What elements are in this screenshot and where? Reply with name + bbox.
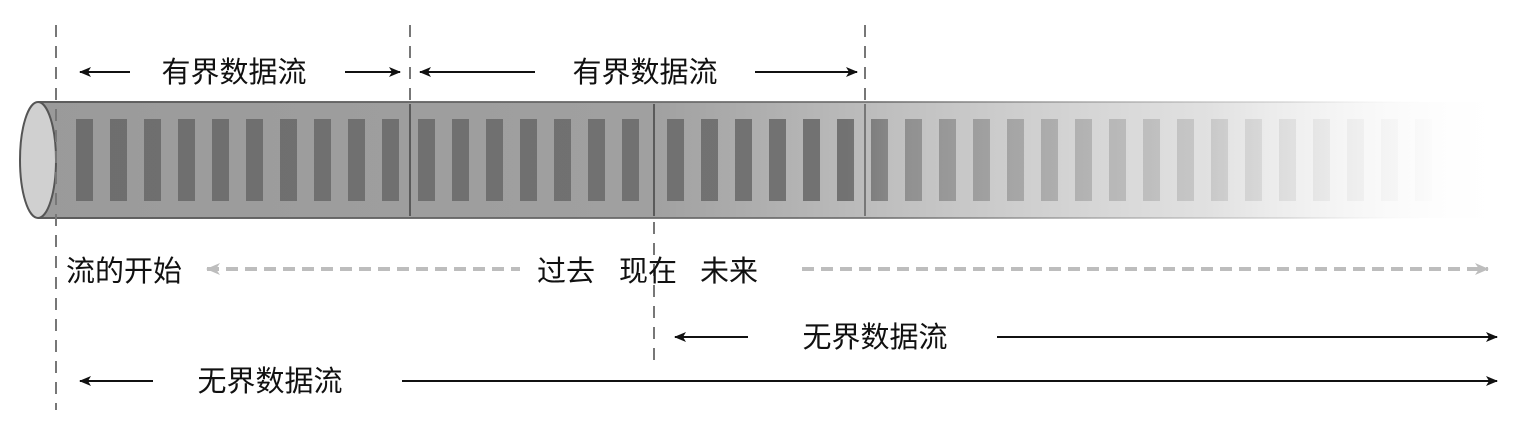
stream-segment: [348, 119, 365, 201]
stream-segment: [1415, 119, 1432, 201]
stream-segment: [1245, 119, 1262, 201]
stream-segment: [837, 119, 854, 201]
stream-segment: [144, 119, 161, 201]
tube-segments: [76, 119, 1432, 201]
stream-segment: [76, 119, 93, 201]
guide-lines: [55, 25, 866, 410]
stream-segment: [973, 119, 990, 201]
bounded-stream-2-label: 有界数据流: [572, 55, 717, 89]
stream-tube: [19, 101, 1513, 219]
unbounded-from-start: 无界数据流: [79, 364, 1498, 398]
stream-segment: [735, 119, 752, 201]
future-label: 未来: [700, 254, 758, 288]
stream-segment: [803, 119, 820, 201]
unbounded-from-now-label: 无界数据流: [802, 320, 947, 354]
timeline: 流的开始 过去 现在 未来: [66, 254, 1489, 288]
stream-segment: [520, 119, 537, 201]
stream-segment: [1143, 119, 1160, 201]
bounded-stream-2: 有界数据流: [419, 55, 858, 89]
stream-segment: [486, 119, 503, 201]
stream-segment: [1381, 119, 1398, 201]
stream-start-label: 流的开始: [66, 254, 182, 288]
stream-segment: [1313, 119, 1330, 201]
stream-segment: [1075, 119, 1092, 201]
present-label: 现在: [619, 254, 677, 288]
unbounded-from-start-label: 无界数据流: [197, 364, 342, 398]
stream-segment: [1279, 119, 1296, 201]
stream-segment: [314, 119, 331, 201]
stream-segment: [246, 119, 263, 201]
unbounded-from-now: 无界数据流: [674, 320, 1498, 354]
stream-segment: [1211, 119, 1228, 201]
past-label: 过去: [537, 254, 595, 288]
stream-segment: [178, 119, 195, 201]
stream-segment: [769, 119, 786, 201]
stream-segment: [588, 119, 605, 201]
stream-segment: [1109, 119, 1126, 201]
stream-segment: [701, 119, 718, 201]
stream-segment: [905, 119, 922, 201]
stream-segment: [622, 119, 639, 201]
stream-segment: [1177, 119, 1194, 201]
stream-segment: [1007, 119, 1024, 201]
stream-segment: [1347, 119, 1364, 201]
bounded-stream-1-label: 有界数据流: [161, 55, 306, 89]
stream-segment: [554, 119, 571, 201]
stream-segment: [452, 119, 469, 201]
stream-segment: [871, 119, 888, 201]
bounded-stream-1: 有界数据流: [79, 55, 401, 89]
stream-segment: [667, 119, 684, 201]
stream-segment: [382, 119, 399, 201]
stream-segment: [1041, 119, 1058, 201]
stream-segment: [280, 119, 297, 201]
stream-segment: [418, 119, 435, 201]
tube-start-cap: [19, 101, 57, 219]
stream-segment: [939, 119, 956, 201]
stream-segment: [110, 119, 127, 201]
stream-segment: [212, 119, 229, 201]
